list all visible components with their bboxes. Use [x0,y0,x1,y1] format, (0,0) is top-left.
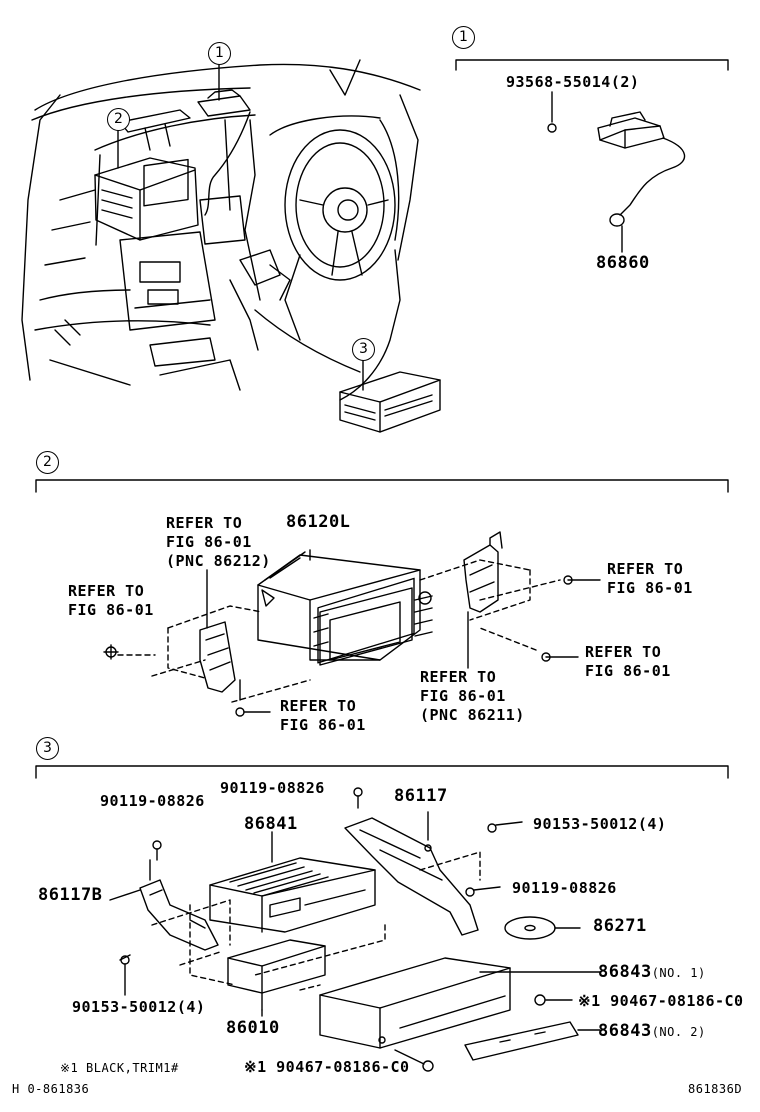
refer-note-pnc-86211: REFER TO FIG 86-01 (PNC 86211) [420,668,525,724]
illustration-code-right: 861836D [688,1082,743,1096]
part-number-86271: 86271 [593,916,647,936]
section2-illustration [35,479,729,717]
part-number-86117: 86117 [394,786,448,806]
callout-1: 1 [208,42,231,65]
refer-note-pnc-86212: REFER TO FIG 86-01 (PNC 86212) [166,514,271,570]
section3-illustration [35,765,729,1072]
callout-2: 2 [107,108,130,131]
part-number-86010: 86010 [226,1018,280,1038]
refer-note-bottom-left: REFER TO FIG 86-01 [280,697,366,734]
refer-note-top-right: REFER TO FIG 86-01 [607,560,693,597]
callout-3: 3 [352,338,375,361]
section-2-marker: 2 [36,451,59,474]
refer-note-left: REFER TO FIG 86-01 [68,582,154,619]
part-number-90467-08186-c0-right: ※1 90467-08186-C0 [578,992,744,1010]
dashboard-illustration [21,59,441,433]
section-3-marker: 3 [36,737,59,760]
part-number-86841: 86841 [244,814,298,834]
section1-illustration [455,59,729,253]
part-number-86120L: 86120L [286,512,351,532]
footnote-black-trim: ※1 BLACK,TRIM1# [60,1061,179,1075]
refer-note-right: REFER TO FIG 86-01 [585,643,671,680]
part-number-90119-08826-right: 90119-08826 [512,879,617,897]
part-number-90119-08826-left: 90119-08826 [100,792,205,810]
part-number-86860: 86860 [596,253,650,273]
section-1-marker: 1 [452,26,475,49]
part-number-86117B: 86117B [38,885,103,905]
part-number-90153-50012-left: 90153-50012(4) [72,998,206,1016]
part-number-90119-08826-top: 90119-08826 [220,779,325,797]
illustration-code-left: H 0-861836 [12,1082,90,1096]
part-number-93568-55014: 93568-55014(2) [506,73,640,91]
part-number-86843-no1: 86843(NO. 1) [598,962,706,982]
part-number-90153-50012-right: 90153-50012(4) [533,815,667,833]
part-number-90467-08186-c0-bottom: ※1 90467-08186-C0 [244,1058,410,1076]
part-number-86843-no2: 86843(NO. 2) [598,1021,706,1041]
